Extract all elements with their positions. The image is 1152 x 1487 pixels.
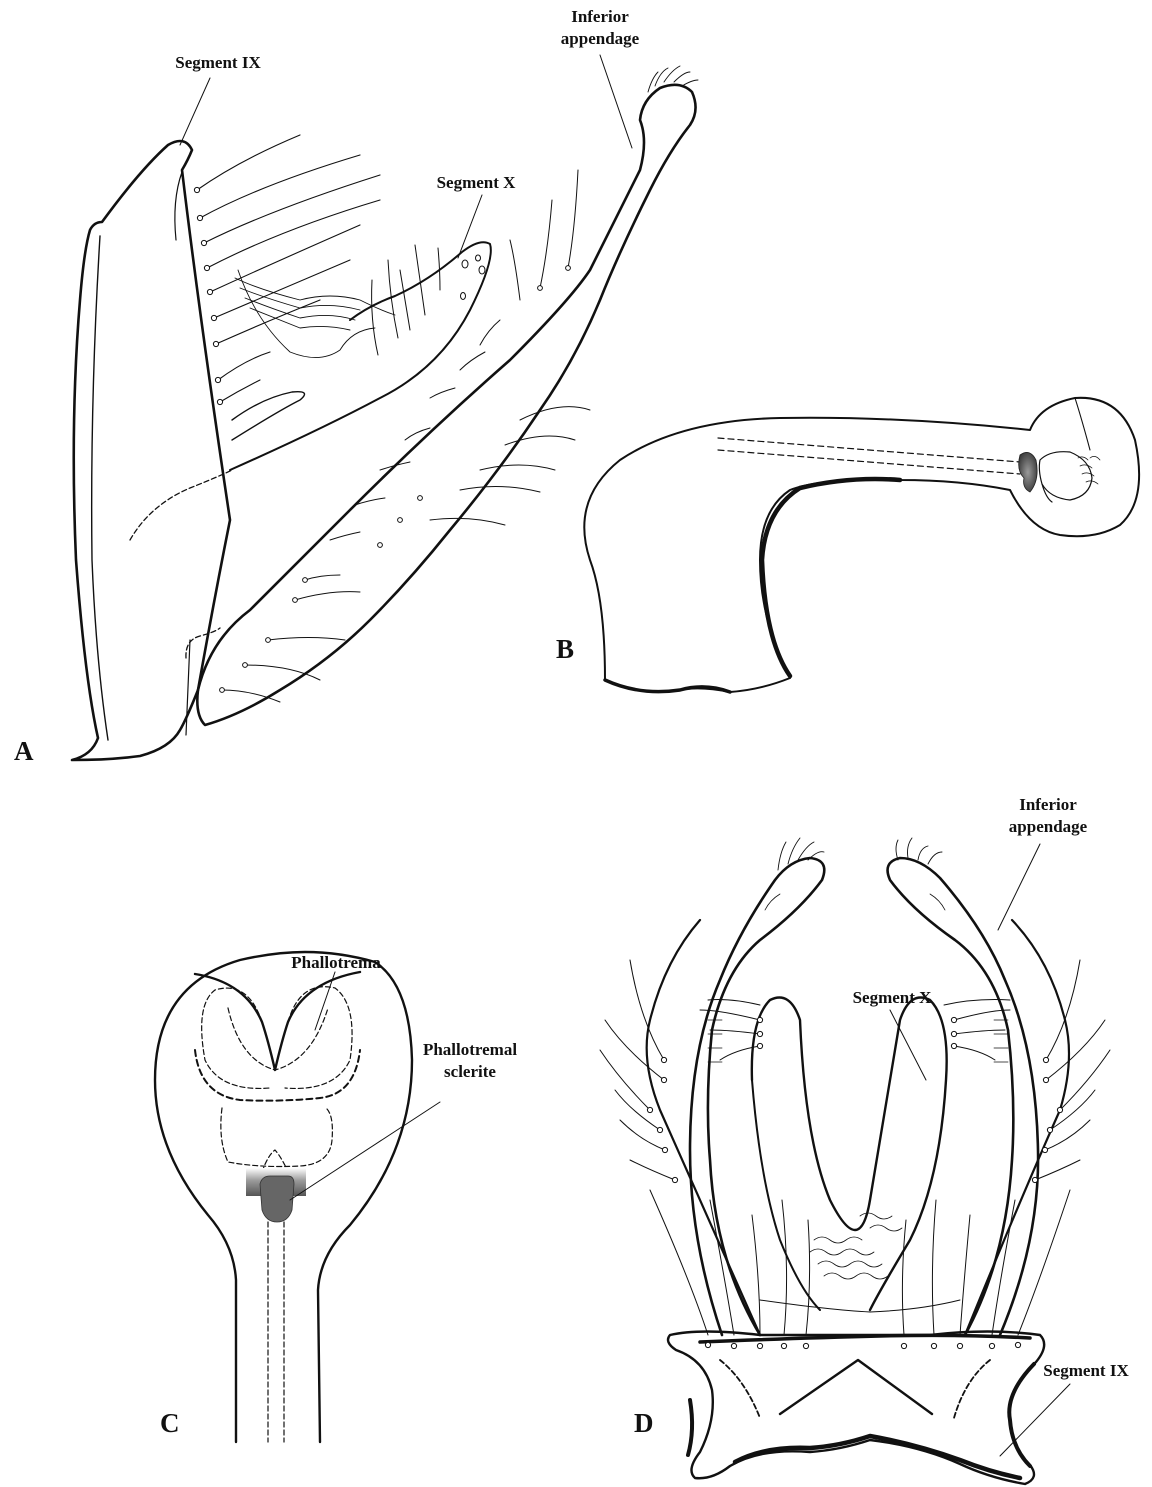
segment-ix-inner-rim [92,236,108,740]
leader-segment-ix-a [180,78,210,145]
phallus-body-lateral [584,398,1139,692]
setae-sockets-appendage [220,266,571,693]
leader-phallotremal-sclerite-c [290,1102,440,1200]
ejaculatory-duct-dashed [718,438,1020,462]
segment-ix-anterior-edge [175,172,182,240]
segment-ix-dashed-left [720,1360,760,1418]
segment-ix-top-band [700,1335,1030,1342]
appendage-tip-hairs-d [778,838,942,870]
label-inferior-appendage-a-line1: Inferior [571,7,629,26]
phallotremal-sclerite [260,1176,294,1222]
endophallus-fold [1075,398,1090,450]
leader-segment-x-a [458,195,482,258]
endophallus-dashed-lower [221,1108,333,1167]
leader-inferior-appendage-a [600,55,632,148]
setae-inferior-appendage [222,170,590,702]
panel-label-d: D [634,1408,654,1438]
appendage-tip-hairs [648,66,698,92]
segment-x-lateral [230,242,491,470]
membrane-texture [235,270,395,358]
phallotrema-dashed-right [285,987,352,1089]
label-segment-ix-d: Segment IX [1043,1361,1129,1380]
segment-ix-side-thick-right [1009,1364,1034,1466]
label-segment-x-d: Segment X [853,988,933,1007]
phallotrema-dashed-left [202,988,270,1088]
label-inferior-appendage-d-line1: Inferior [1019,795,1077,814]
membrane-line-left [708,1000,760,1005]
label-phallotrema-c: Phallotrema [291,953,381,972]
panel-c-phallus-dorsal: Phallotrema Phallotremal sclerite C [155,952,517,1442]
inferior-appendage-right-ventral [888,858,1039,1335]
phallus-base-thick [605,680,730,692]
panel-b-phallus-lateral: B [556,398,1139,692]
setae-right [902,960,1110,1335]
segment-x-lobe [232,392,305,440]
inferior-appendage-dashed-base [186,628,220,658]
segment-ix-dashed-right [954,1360,990,1418]
label-segment-ix-a: Segment IX [175,53,261,72]
segment-ix-side-thick-left [688,1400,692,1455]
label-inferior-appendage-a-line2: appendage [561,29,640,48]
panel-d-ventral-view: Inferior appendage Segment X Segment IX … [600,795,1129,1484]
panel-label-a: A [14,736,34,766]
panel-label-c: C [160,1408,180,1438]
label-phallotremal-sclerite-c-line1: Phallotremal [423,1040,517,1059]
setae-segment-ix [197,135,380,402]
label-segment-x-a: Segment X [437,173,517,192]
phallus-underside-thick [762,479,900,676]
internal-dashed-line [130,470,232,540]
ejaculatory-duct-dashed-2 [718,450,1020,474]
membrane-curve [760,1300,960,1312]
segment-x-sockets [461,255,486,300]
segment-x-ventral [752,998,947,1311]
leader-phallotrema-c [315,972,335,1030]
phallotrema-cleft [195,972,360,1070]
panel-label-b: B [556,634,574,664]
segment-x-membrane-texture [810,1213,902,1279]
label-phallotremal-sclerite-c-line2: sclerite [444,1062,496,1081]
segment-ix-ventral [668,1332,1044,1485]
setae-segment-x [372,245,440,355]
phallotremal-sclerite-lateral [1019,452,1037,492]
label-inferior-appendage-d-line2: appendage [1009,817,1088,836]
panel-a-lateral-view: Segment IX Segment X Inferior appendage … [14,7,698,766]
leader-inferior-appendage-d [998,844,1040,930]
endophallus-outline [1039,452,1092,500]
endophallus-texture [1078,456,1100,484]
segment-ix-v-shape [780,1360,932,1414]
